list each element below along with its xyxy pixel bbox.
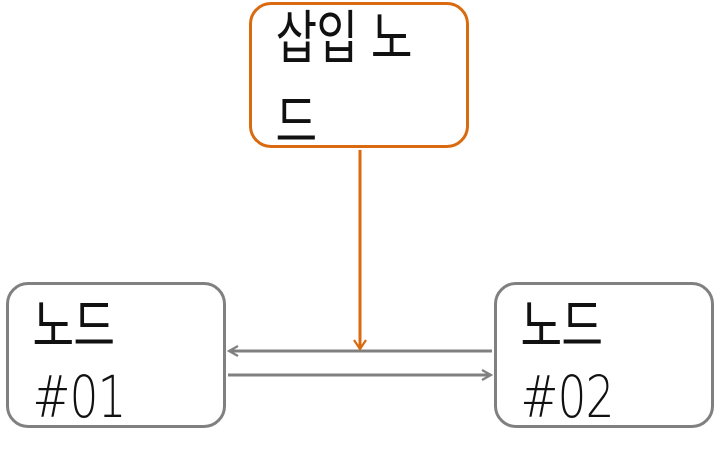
node-02-label: 노드#02 (520, 292, 615, 431)
insert-node-label: 삽입 노드 (275, 4, 413, 156)
node-01: 노드#01 (6, 282, 226, 431)
node-02: 노드#02 (494, 282, 714, 431)
node-01-label: 노드#01 (32, 292, 127, 431)
insert-node: 삽입 노드 (249, 2, 469, 156)
